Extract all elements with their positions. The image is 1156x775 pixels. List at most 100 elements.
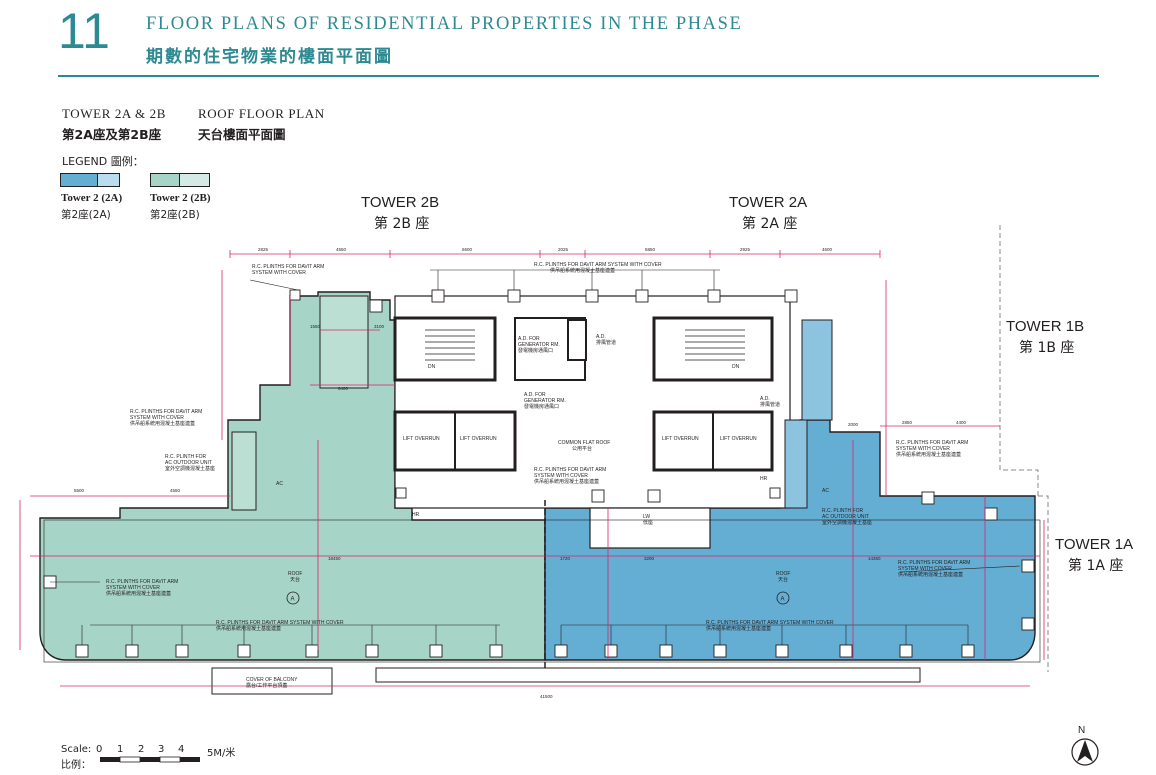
lbl-plinths-c: R.C. PLINTHS FOR DAVIT ARM [534,467,606,473]
bottom-ledge [375,667,921,683]
legend-label-2a-zh: 第2座(2A) [61,209,111,221]
leader-lines [50,269,1021,645]
legend-title: LEGEND 圖例： [62,155,144,168]
lbl-common-flat-roof-zh: 公用平台 [572,445,592,452]
lbl-roof-2b-zh: 天台 [290,576,300,583]
lbl-ad-gen-2-zh: 發電機房通風口 [524,403,559,410]
dim-top-3: 2025 [558,247,569,252]
ac-unit-2b [231,431,257,511]
lbl-plinths-sw-zh: 供吊船系統用混凝土基座連蓋 [106,590,171,597]
lbl-ac-2b: AC [276,481,283,487]
lbl-plinths-c-l2: SYSTEM WITH COVER [534,473,588,479]
tower-1b-label-zh: 第 1B 座 [1019,340,1075,356]
lbl-lift-3: LIFT OVERRUN [662,436,699,442]
ac-unit-2a [784,419,808,509]
dim-inner-6: 4550 [170,488,181,493]
lbl-plinths-top-zh: 供吊船系統用混凝土基座連蓋 [550,267,615,274]
dim-top-1: 4550 [336,247,347,252]
lbl-ad: A.D. [596,334,606,340]
dim-top-4: 5850 [645,247,656,252]
grid-marker-right-label: A [781,597,785,603]
lbl-plinths-bottom-r-zh: 供吊船系統用混凝土基座連蓋 [706,625,771,632]
dim-top-0: 2825 [258,247,269,252]
scale-label-en: Scale: [61,744,92,755]
lbl-balcony-cover: COVER OF BALCONY [246,677,298,683]
lbl-ad-e: A.D. [760,396,770,402]
tower-2b-label: TOWER 2B [361,194,440,211]
lbl-hr-2a: HR [760,476,768,482]
dim-inner-11: 18450 [328,556,341,561]
dim-inner-0: 1550 [310,324,321,329]
lbl-plinths-ne-zh: 供吊船系統用混凝土基座連蓋 [896,451,961,458]
lbl-lift-1: LIFT OVERRUN [403,436,440,442]
lbl-plinths-c-zh: 供吊船系統用混凝土基座連蓋 [534,478,599,485]
dimension-lines [19,250,1045,687]
lbl-lift-4: LIFT OVERRUN [720,436,757,442]
lbl-plinths-w-l2: SYSTEM WITH COVER [130,415,184,421]
lbl-hr-2b: HR [412,512,420,518]
lbl-plinths-sw-l2: SYSTEM WITH COVER [106,585,160,591]
dim-top-2: 6600 [462,247,473,252]
dim-inner-16: 2850 [902,420,913,425]
lbl-lw: LW [643,514,650,520]
balcony-cover [211,667,333,695]
scale-tick-1: 1 [117,744,124,755]
lbl-lift-2: LIFT OVERRUN [460,436,497,442]
north-arrow [1071,738,1099,766]
lbl-plinths-bottom-r: R.C. PLINTHS FOR DAVIT ARM SYSTEM WITH C… [706,620,834,626]
lbl-plinths-bottom-l: R.C. PLINTHS FOR DAVIT ARM SYSTEM WITH C… [216,620,344,626]
lbl-ad-e-zh: 排風管道 [760,401,780,408]
lbl-roof-2a: ROOF [776,571,790,577]
dim-top-6: 4600 [822,247,833,252]
lbl-lw-zh: 低座 [643,519,653,526]
lbl-plinths-top: R.C. PLINTHS FOR DAVIT ARM SYSTEM WITH C… [534,262,662,268]
section-number: 11 [58,3,110,59]
lbl-plinth-ac-w: R.C. PLINTH FOR [165,454,207,460]
dim-inner-18: 2000 [848,422,859,427]
north-label: N [1078,725,1086,736]
stair-block-2a [652,316,774,382]
subtitle-plan-en: ROOF FLOOR PLAN [198,106,325,121]
scale-bar [100,756,200,763]
lbl-dn-2a: DN [732,364,740,370]
scale-tick-5: 5M/米 [207,748,236,759]
lbl-ad-gen-2: A.D. FOR [524,392,546,398]
tower-1a-outline [1038,495,1049,672]
grid-marker-left [286,591,300,605]
lbl-plinths-bottom-l-zh: 供吊船系統用混凝土基座連蓋 [216,625,281,632]
header-divider [58,75,1099,77]
lbl-plinth-ac-w-zh: 室外空調機混凝土基座 [165,465,215,472]
dim-inner-4: 6400 [338,386,349,391]
tower-2b-roof-area [39,291,546,661]
legend-label-2b-zh: 第2座(2B) [150,209,200,221]
tower-1b-label: TOWER 1B [1006,318,1085,335]
lbl-plinths-ne: R.C. PLINTHS FOR DAVIT ARM [896,440,968,446]
dim-inner-17: 4400 [956,420,967,425]
tower-1a-label-zh: 第 1A 座 [1068,558,1124,574]
page-title-zh: 期數的住宅物業的樓面平面圖 [146,47,393,67]
tower-2b-label-zh: 第 2B 座 [374,216,430,232]
lbl-plinths-w-zh: 供吊船系統用混凝土基座連蓋 [130,420,195,427]
ad-shaft [567,319,587,361]
legend-label-2b-en: Tower 2 (2B) [150,192,211,204]
lbl-plinth-ac-e-l2: AC OUTDOOR UNIT [822,514,869,520]
dim-inner-12: 1720 [560,556,571,561]
dim-top-5: 2925 [740,247,751,252]
lbl-plinths-e-zh: 供吊船系統用混凝土基座連蓋 [898,571,963,578]
lbl-plinths-ne-l2: SYSTEM WITH COVER [896,446,950,452]
lbl-plinths-w: R.C. PLINTHS FOR DAVIT ARM [130,409,202,415]
lbl-plinth-ac-e: R.C. PLINTH FOR [822,508,864,514]
parapet-inner [43,519,1041,663]
grid-marker-right [776,591,790,605]
dimension-values: 2825 4550 6600 2025 5850 2925 4600 5500 … [74,247,967,699]
lbl-plinth-ac-e-zh: 室外空調機混凝土基座 [822,519,872,526]
lbl-ad-gen-l2: GENERATOR RM. [518,342,560,348]
lbl-plinths-e: R.C. PLINTHS FOR DAVIT ARM [898,560,970,566]
legend-swatch-2a [60,173,120,187]
tower-2a-label-zh: 第 2A 座 [742,216,798,232]
lbl-plinths-nw-l2: SYSTEM WITH COVER [252,270,306,276]
lbl-balcony-cover-zh: 露台/工作平台頂蓋 [246,682,287,689]
dim-inner-1: 3100 [374,324,385,329]
low-zone-box [589,507,711,549]
